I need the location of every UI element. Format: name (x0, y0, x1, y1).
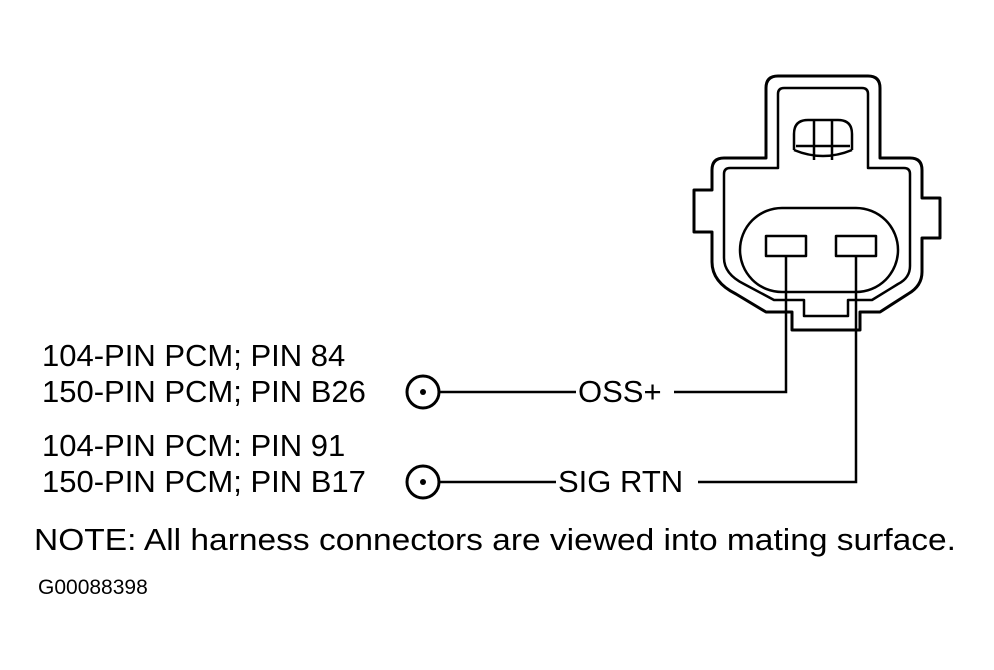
oss-signal-label: OSS+ (578, 374, 662, 409)
harness-connector (692, 74, 942, 332)
figure-id: G00088398 (38, 576, 148, 599)
oss-pin-150-label: 150-PIN PCM; PIN B26 (42, 374, 366, 409)
connector-inner-outline (722, 86, 912, 318)
oss-pin-104-label: 104-PIN PCM; PIN 84 (42, 338, 345, 373)
sig-rtn-pin-150-label: 150-PIN PCM; PIN B17 (42, 464, 366, 499)
sig-rtn-pin-104-label: 104-PIN PCM: PIN 91 (42, 428, 345, 463)
wire-sig-rtn (698, 256, 858, 484)
connector-outer-shell (692, 74, 942, 332)
pcm-pin-terminal-oss (405, 374, 441, 410)
pcm-pin-terminal-sig-rtn (405, 464, 441, 500)
connector-latch (792, 118, 854, 160)
wire-oss (674, 256, 788, 394)
mating-cavity (738, 206, 900, 294)
sig-rtn-signal-label: SIG RTN (558, 464, 683, 499)
note-text: NOTE: All harness connectors are viewed … (34, 522, 956, 557)
